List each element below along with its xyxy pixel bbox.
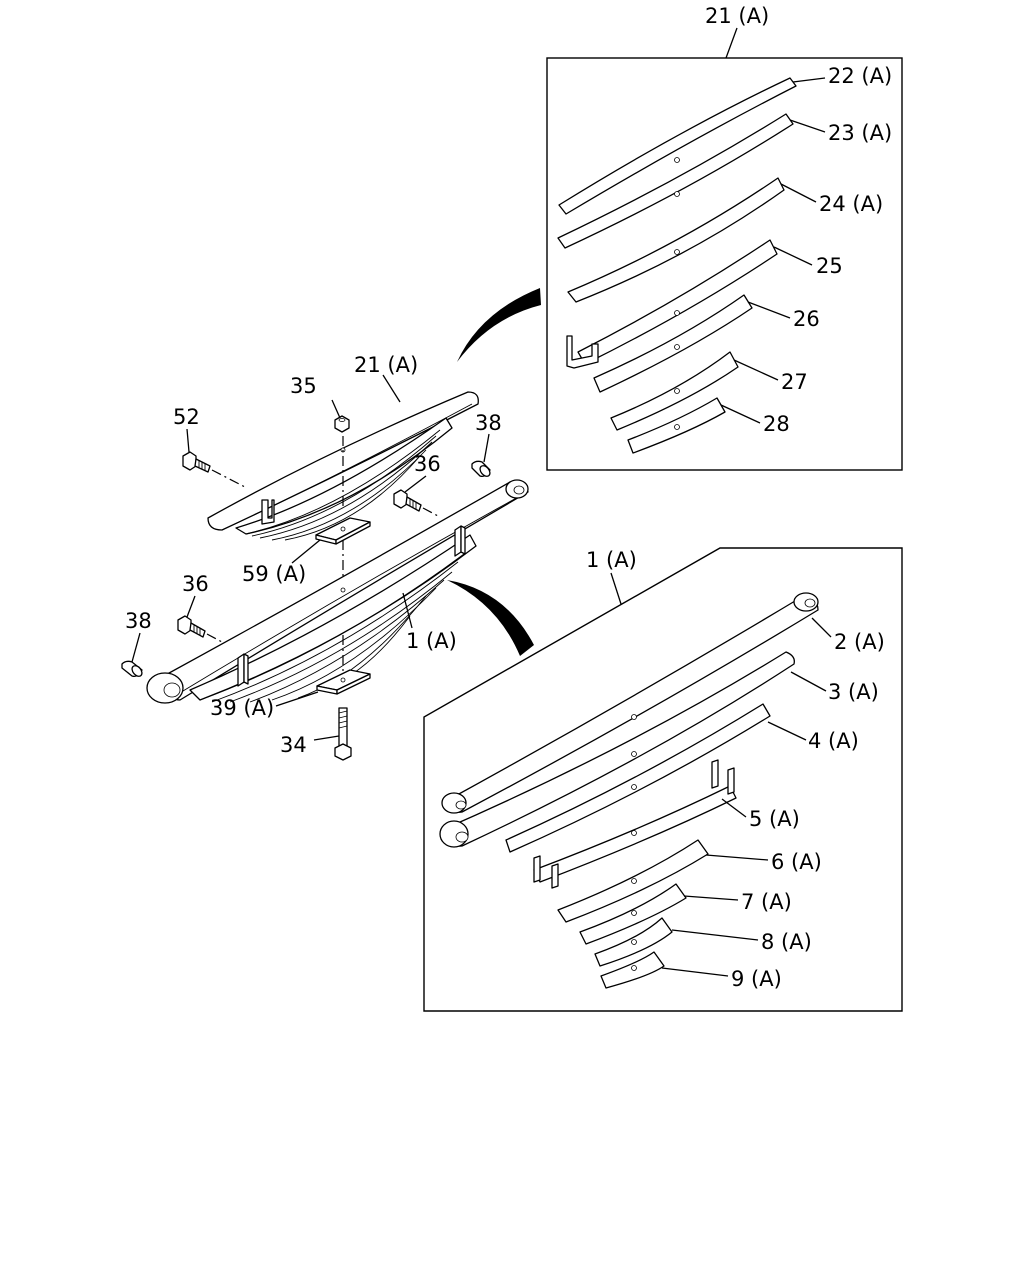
detail-box-21a: 21 (A) [546, 4, 903, 471]
leader-21a-top [725, 27, 738, 59]
leader-7a [683, 895, 739, 901]
leader-1a-box [610, 572, 622, 605]
clip-1a-left [237, 653, 245, 687]
leader-4a [767, 721, 807, 741]
leader-6a [705, 854, 769, 861]
leaf-4 [505, 703, 771, 853]
leader-2a [811, 617, 832, 638]
leader-35 [331, 399, 341, 419]
bushing-38-right [471, 460, 491, 478]
leaf-28 [627, 397, 726, 454]
leaf-9 [600, 951, 665, 989]
centerline-36-left [206, 633, 223, 643]
leader-23a [789, 119, 826, 133]
callout-34: 34 [280, 733, 307, 757]
callout-3a: 3 (A) [828, 680, 879, 704]
clip-5-right [711, 759, 719, 789]
callout-21a-main: 21 (A) [354, 353, 418, 377]
bolt-34 [334, 707, 352, 761]
nut-35 [334, 415, 350, 433]
bushing-38-left [121, 660, 143, 678]
centerline-52 [211, 469, 246, 488]
leader-38-right [483, 433, 490, 463]
leader-22a [792, 77, 826, 83]
callout-4a: 4 (A) [808, 729, 859, 753]
callout-35: 35 [290, 374, 317, 398]
leader-27 [733, 359, 779, 381]
detail-box-1a-frame [423, 547, 903, 1012]
callout-25: 25 [816, 254, 843, 278]
callout-21a-top: 21 (A) [705, 4, 769, 28]
leaf-7 [579, 883, 687, 945]
clip-5-left [533, 855, 541, 883]
callout-5a: 5 (A) [749, 807, 800, 831]
leader-5a [721, 798, 747, 818]
callout-1a-main: 1 (A) [406, 629, 457, 653]
spring-1a [146, 479, 529, 704]
leaf-22 [558, 77, 797, 215]
callout-52: 52 [173, 405, 200, 429]
callout-23a: 23 (A) [828, 121, 892, 145]
leaf-8 [594, 917, 673, 967]
bolt-36-right [393, 489, 422, 512]
leader-8a [671, 929, 759, 941]
leader-9a [661, 967, 729, 977]
leader-1a-main [402, 592, 413, 629]
clip-1a-right [454, 525, 462, 557]
plate-39a [316, 669, 371, 695]
leaf-6 [557, 839, 709, 923]
clip-25 [566, 335, 599, 369]
detail-box-21a-frame [546, 57, 903, 471]
leader-59a [291, 539, 321, 564]
callout-36-left: 36 [182, 572, 209, 596]
leader-34 [313, 735, 340, 741]
callout-26: 26 [793, 307, 820, 331]
leaf-2 [441, 592, 819, 814]
leader-26 [747, 301, 791, 319]
callout-27: 27 [781, 370, 808, 394]
leaf-25 [566, 239, 778, 369]
centerline-36-right [422, 507, 439, 517]
leader-3a [790, 671, 827, 692]
callout-6a: 6 (A) [771, 850, 822, 874]
detail-box-1a: 1 (A) [423, 547, 903, 1012]
clip-21a [261, 499, 275, 525]
bolt-36-left [177, 615, 206, 638]
detail-arrow-upper [457, 288, 541, 362]
callout-8a: 8 (A) [761, 930, 812, 954]
callout-22a: 22 (A) [828, 64, 892, 88]
callout-7a: 7 (A) [741, 890, 792, 914]
main-assembly: 21 (A) 35 52 38 36 59 (A) 36 38 1 (A) 39… [121, 353, 529, 761]
callout-38-right: 38 [475, 411, 502, 435]
leader-52 [186, 428, 190, 453]
leaf-24 [567, 177, 785, 303]
callout-2a: 2 (A) [834, 630, 885, 654]
bolt-52 [182, 451, 211, 473]
leader-24a [780, 183, 817, 203]
leaf-3 [439, 651, 795, 848]
callout-38-left: 38 [125, 609, 152, 633]
leaf-5 [533, 759, 737, 889]
leader-28 [720, 404, 761, 424]
leader-36-right [404, 475, 427, 493]
leader-21a-main [382, 374, 401, 403]
callout-24a: 24 (A) [819, 192, 883, 216]
leaf-23 [557, 113, 794, 249]
leaf-26 [593, 294, 753, 393]
leader-39a [275, 691, 319, 707]
callout-1a-box: 1 (A) [586, 548, 637, 572]
callout-9a: 9 (A) [731, 967, 782, 991]
leader-38-left [131, 632, 141, 663]
callout-28: 28 [763, 412, 790, 436]
callout-39a: 39 (A) [210, 696, 274, 720]
leader-25 [773, 246, 813, 266]
callout-36-right: 36 [414, 452, 441, 476]
leader-36-left [186, 595, 196, 618]
callout-59a: 59 (A) [242, 562, 306, 586]
detail-arrow-lower [447, 580, 534, 656]
leaf-27 [610, 351, 739, 431]
plate-59a [315, 517, 371, 545]
